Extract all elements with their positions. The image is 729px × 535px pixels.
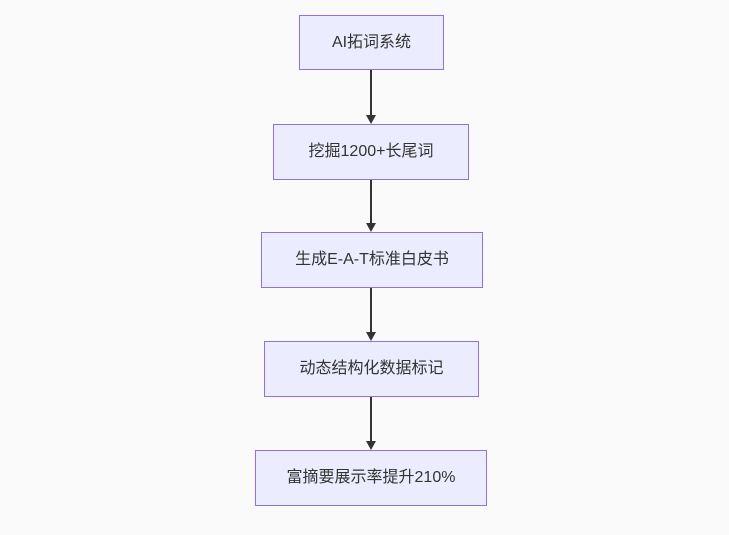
arrowhead-down-icon: [366, 223, 376, 232]
node-label: 挖掘1200+长尾词: [308, 143, 434, 161]
flow-arrow-c-to-d: [365, 288, 377, 341]
flow-node-dynamic-structured-data-markup: 动态结构化数据标记: [264, 341, 479, 397]
node-label: AI拓词系统: [331, 33, 412, 51]
arrowhead-down-icon: [366, 115, 376, 124]
flow-node-eat-whitepaper-generation: 生成E-A-T标准白皮书: [261, 232, 483, 288]
arrow-line: [370, 397, 372, 443]
node-label: 生成E-A-T标准白皮书: [295, 251, 449, 269]
node-label: 富摘要展示率提升210%: [286, 469, 456, 487]
arrow-line: [370, 288, 372, 334]
flow-arrow-d-to-e: [365, 397, 377, 450]
flow-arrow-a-to-b: [365, 70, 377, 124]
arrowhead-down-icon: [366, 332, 376, 341]
arrow-line: [370, 70, 372, 117]
arrow-line: [370, 180, 372, 225]
node-label: 动态结构化数据标记: [299, 360, 444, 378]
flow-node-longtail-keyword-mining: 挖掘1200+长尾词: [273, 124, 469, 180]
flow-node-ai-word-expansion-system: AI拓词系统: [299, 15, 444, 70]
flow-arrow-b-to-c: [365, 180, 377, 232]
arrowhead-down-icon: [366, 441, 376, 450]
flow-node-rich-snippet-rate-increase: 富摘要展示率提升210%: [255, 450, 487, 506]
